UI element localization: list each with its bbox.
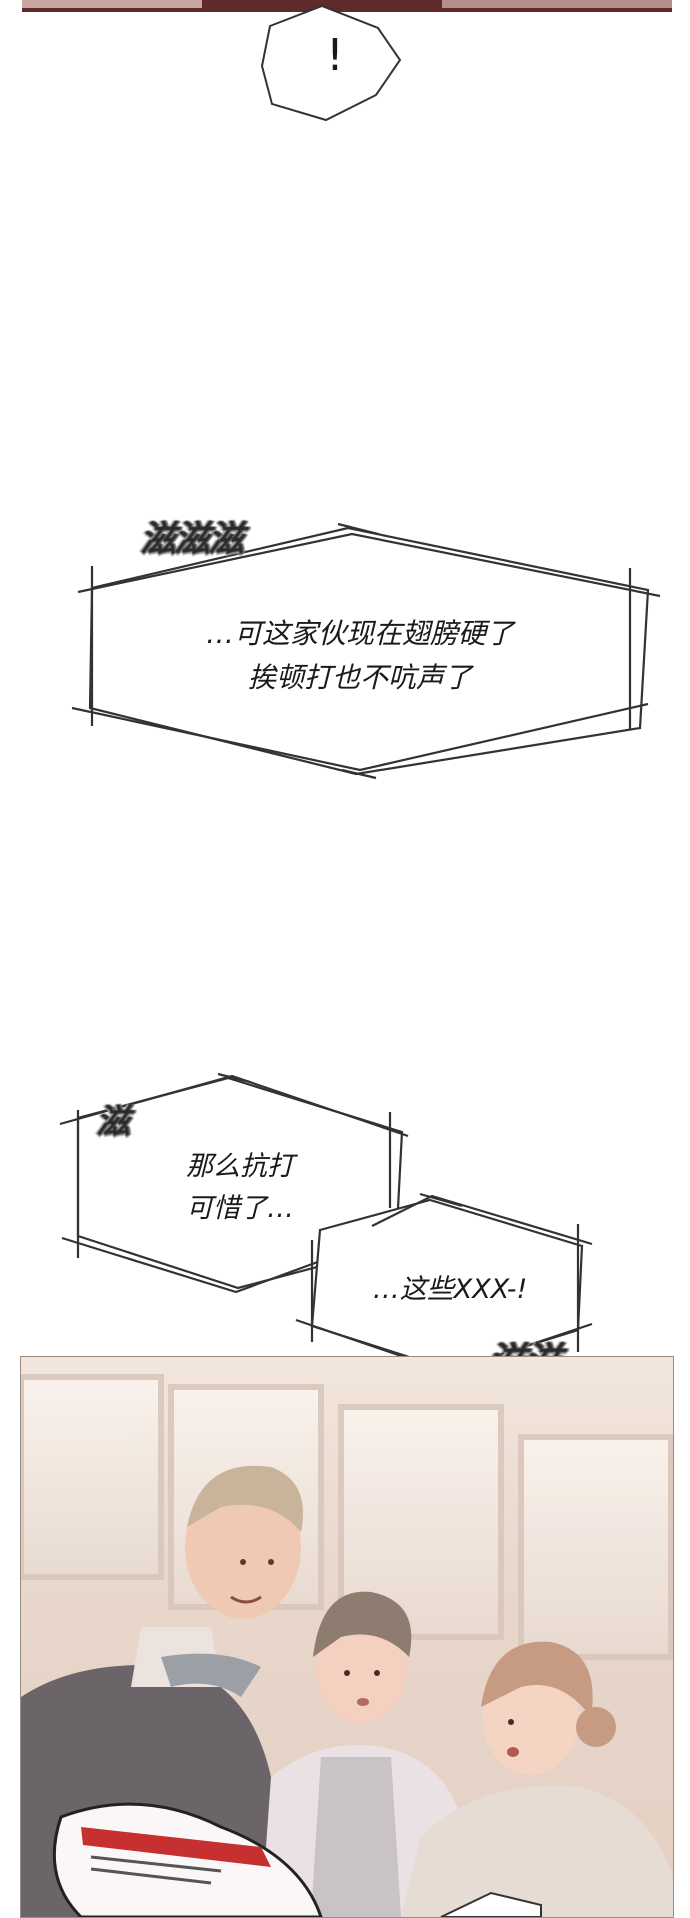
hexagon-left-text: 那么抗打 可惜了… <box>140 1146 340 1230</box>
top-panel-fragment <box>22 0 672 12</box>
young-woman-figure <box>401 1641 673 1917</box>
hexagon-left-line-2: 可惜了… <box>186 1193 294 1224</box>
bottom-illustration-panel <box>20 1356 674 1918</box>
hexagon-right-line-1: …这些XXX-! <box>372 1274 528 1305</box>
bottom-partial-bubble <box>440 1891 542 1917</box>
hexagon-large-line-2: 挨顿打也不吭声了 <box>247 661 472 694</box>
sfx-left: 滋 <box>96 1102 130 1142</box>
hexagon-left-line-1: 那么抗打 <box>186 1151 294 1182</box>
exclaim-bubble-text: ! <box>326 30 344 81</box>
young-man-figure <box>261 1591 471 1917</box>
exclaim-bubble-shape <box>260 4 402 122</box>
hexagon-large-shape <box>71 522 661 780</box>
hexagon-large-text: …可这家伙现在翅膀硬了 挨顿打也不吭声了 <box>150 612 570 700</box>
scene-artwork <box>21 1374 673 1917</box>
hexagon-right-text: …这些XXX-! <box>340 1270 560 1310</box>
hexagon-right-shape <box>295 1192 593 1374</box>
sfx-top: 滋滋滋 <box>140 519 244 560</box>
phone-illustration <box>52 1802 323 1917</box>
hexagon-large-line-1: …可这家伙现在翅膀硬了 <box>205 617 514 650</box>
